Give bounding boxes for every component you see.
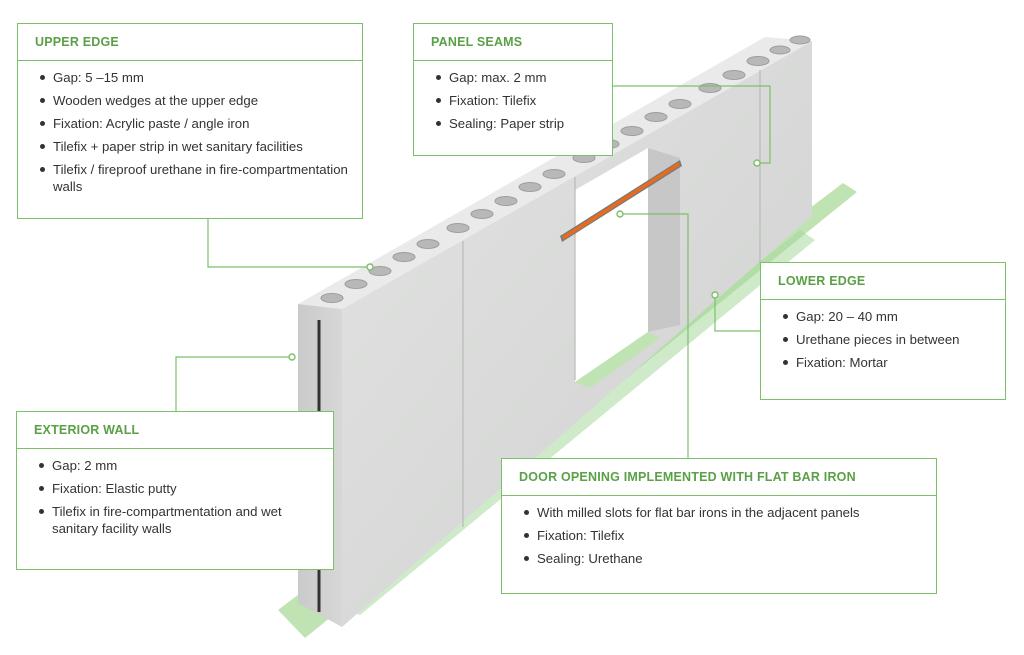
callout-title: UPPER EDGE: [18, 24, 362, 61]
callout-title: LOWER EDGE: [761, 263, 1005, 300]
marker-exterior-wall: [288, 353, 296, 361]
leader-upper-edge: [207, 219, 368, 268]
marker-panel-seams: [753, 159, 761, 167]
list-item: Tilefix + paper strip in wet sanitary fa…: [40, 138, 352, 155]
panel-seams: [462, 70, 761, 527]
list-item: Tilefix in fire-compartmentation and wet…: [39, 503, 323, 537]
list-item: Fixation: Acrylic paste / angle iron: [40, 115, 352, 132]
callout-lower-edge: LOWER EDGE Gap: 20 – 40 mm Urethane piec…: [760, 262, 1006, 400]
callout-list: Gap: 5 –15 mm Wooden wedges at the upper…: [18, 61, 362, 195]
callout-door-opening: DOOR OPENING IMPLEMENTED WITH FLAT BAR I…: [501, 458, 937, 594]
list-item: Gap: max. 2 mm: [436, 69, 602, 86]
list-item: With milled slots for flat bar irons in …: [524, 504, 926, 521]
callout-list: Gap: max. 2 mm Fixation: Tilefix Sealing…: [414, 61, 612, 132]
list-item: Gap: 20 – 40 mm: [783, 308, 995, 325]
callout-list: Gap: 2 mm Fixation: Elastic putty Tilefi…: [17, 449, 333, 537]
callout-title: EXTERIOR WALL: [17, 412, 333, 449]
callout-list: With milled slots for flat bar irons in …: [502, 496, 936, 567]
door-floor: [575, 332, 660, 388]
callout-exterior-wall: EXTERIOR WALL Gap: 2 mm Fixation: Elasti…: [16, 411, 334, 570]
marker-lower-edge: [711, 291, 719, 299]
list-item: Gap: 5 –15 mm: [40, 69, 352, 86]
list-item: Fixation: Elastic putty: [39, 480, 323, 497]
callout-upper-edge: UPPER EDGE Gap: 5 –15 mm Wooden wedges a…: [17, 23, 363, 219]
marker-upper-edge: [366, 263, 374, 271]
list-item: Sealing: Urethane: [524, 550, 926, 567]
leader-exterior-wall: [175, 356, 291, 411]
list-item: Fixation: Tilefix: [436, 92, 602, 109]
callout-title: PANEL SEAMS: [414, 24, 612, 61]
list-item: Wooden wedges at the upper edge: [40, 92, 352, 109]
list-item: Tilefix / fireproof urethane in fire-com…: [40, 161, 352, 195]
door-opening: [575, 148, 648, 382]
list-item: Urethane pieces in between: [783, 331, 995, 348]
callout-list: Gap: 20 – 40 mm Urethane pieces in betwe…: [761, 300, 1005, 371]
callout-title: DOOR OPENING IMPLEMENTED WITH FLAT BAR I…: [502, 459, 936, 496]
list-item: Sealing: Paper strip: [436, 115, 602, 132]
marker-door-opening: [616, 210, 624, 218]
list-item: Gap: 2 mm: [39, 457, 323, 474]
leader-door-opening: [620, 213, 689, 458]
leader-panel-seams: [613, 85, 771, 164]
list-item: Fixation: Tilefix: [524, 527, 926, 544]
flat-bar-iron: [562, 162, 680, 240]
list-item: Fixation: Mortar: [783, 354, 995, 371]
callout-panel-seams: PANEL SEAMS Gap: max. 2 mm Fixation: Til…: [413, 23, 613, 156]
door-reveal: [648, 148, 680, 332]
leader-lower-edge: [714, 296, 760, 332]
